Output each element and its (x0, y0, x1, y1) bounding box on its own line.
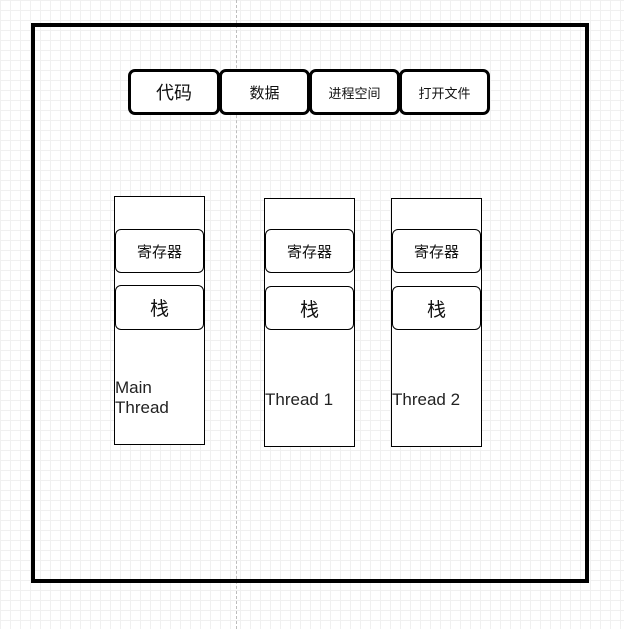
shared-data-box: 数据 (219, 69, 310, 115)
thread-main-stack-box: 栈 (115, 285, 204, 330)
thread-1-register-box: 寄存器 (265, 229, 354, 273)
shared-code-box: 代码 (128, 69, 220, 115)
shared-address-space-box: 进程空间 (309, 69, 400, 115)
thread-main-name: Main Thread (115, 378, 169, 417)
thread-main-stack-label: 栈 (149, 298, 169, 320)
thread-1: 寄存器 栈 Thread 1 (264, 198, 355, 447)
thread-2-register-label: 寄存器 (413, 242, 459, 261)
thread-1-stack-label: 栈 (299, 298, 319, 321)
shared-address-space-label: 进程空间 (328, 86, 381, 102)
thread-main: 寄存器 栈 Main Thread (114, 196, 205, 445)
thread-2-stack-label: 栈 (426, 298, 446, 321)
thread-1-register-label: 寄存器 (286, 242, 332, 261)
thread-main-register-label: 寄存器 (136, 242, 182, 261)
shared-data-label: 数据 (249, 83, 280, 102)
shared-open-files-box: 打开文件 (399, 69, 490, 115)
thread-2-register-box: 寄存器 (392, 229, 481, 273)
thread-1-stack-box: 栈 (265, 286, 354, 330)
thread-2: 寄存器 栈 Thread 2 (391, 198, 482, 447)
vertical-guide-line (236, 0, 237, 629)
thread-main-register-box: 寄存器 (115, 229, 204, 273)
thread-2-stack-box: 栈 (392, 286, 481, 330)
shared-open-files-label: 打开文件 (418, 86, 471, 102)
shared-code-label: 代码 (156, 83, 192, 104)
thread-1-name: Thread 1 (265, 390, 334, 409)
process-container (31, 23, 589, 583)
thread-2-name: Thread 2 (392, 390, 461, 409)
